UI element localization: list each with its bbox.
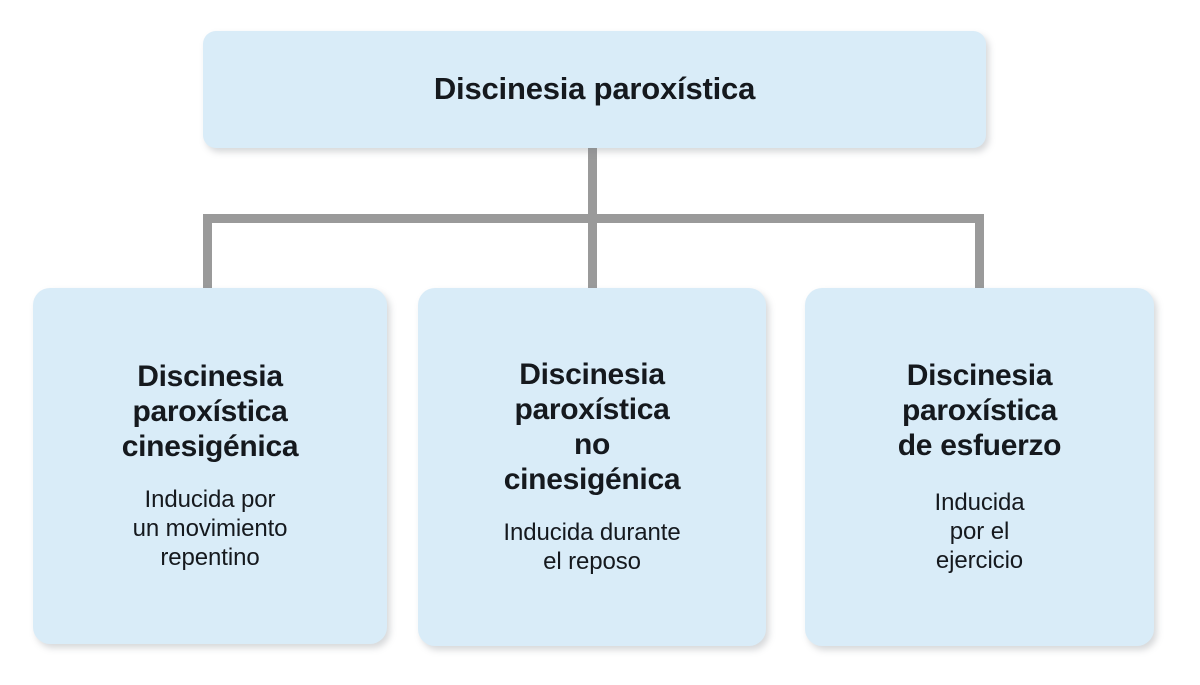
node-paroxysmal-exertion-induced-dyskinesia: Discinesia paroxística de esfuerzo Induc… [805,288,1154,646]
node-paroxysmal-nonkinesigenic-dyskinesia: Discinesia paroxística no cinesigénica I… [418,288,766,646]
node-root: Discinesia paroxística [203,31,986,148]
node-subtitle: Inducida durante el reposo [503,519,681,576]
node-root-title: Discinesia paroxística [433,71,756,107]
node-title: Discinesia paroxística cinesigénica [121,360,299,464]
node-title: Discinesia paroxística de esfuerzo [897,359,1062,463]
node-subtitle: Inducida por el ejercicio [934,489,1025,575]
node-subtitle: Inducida por un movimiento repentino [132,486,288,572]
node-paroxysmal-kinesigenic-dyskinesia: Discinesia paroxística cinesigénica Indu… [33,288,387,644]
node-title: Discinesia paroxística no cinesigénica [503,358,681,497]
